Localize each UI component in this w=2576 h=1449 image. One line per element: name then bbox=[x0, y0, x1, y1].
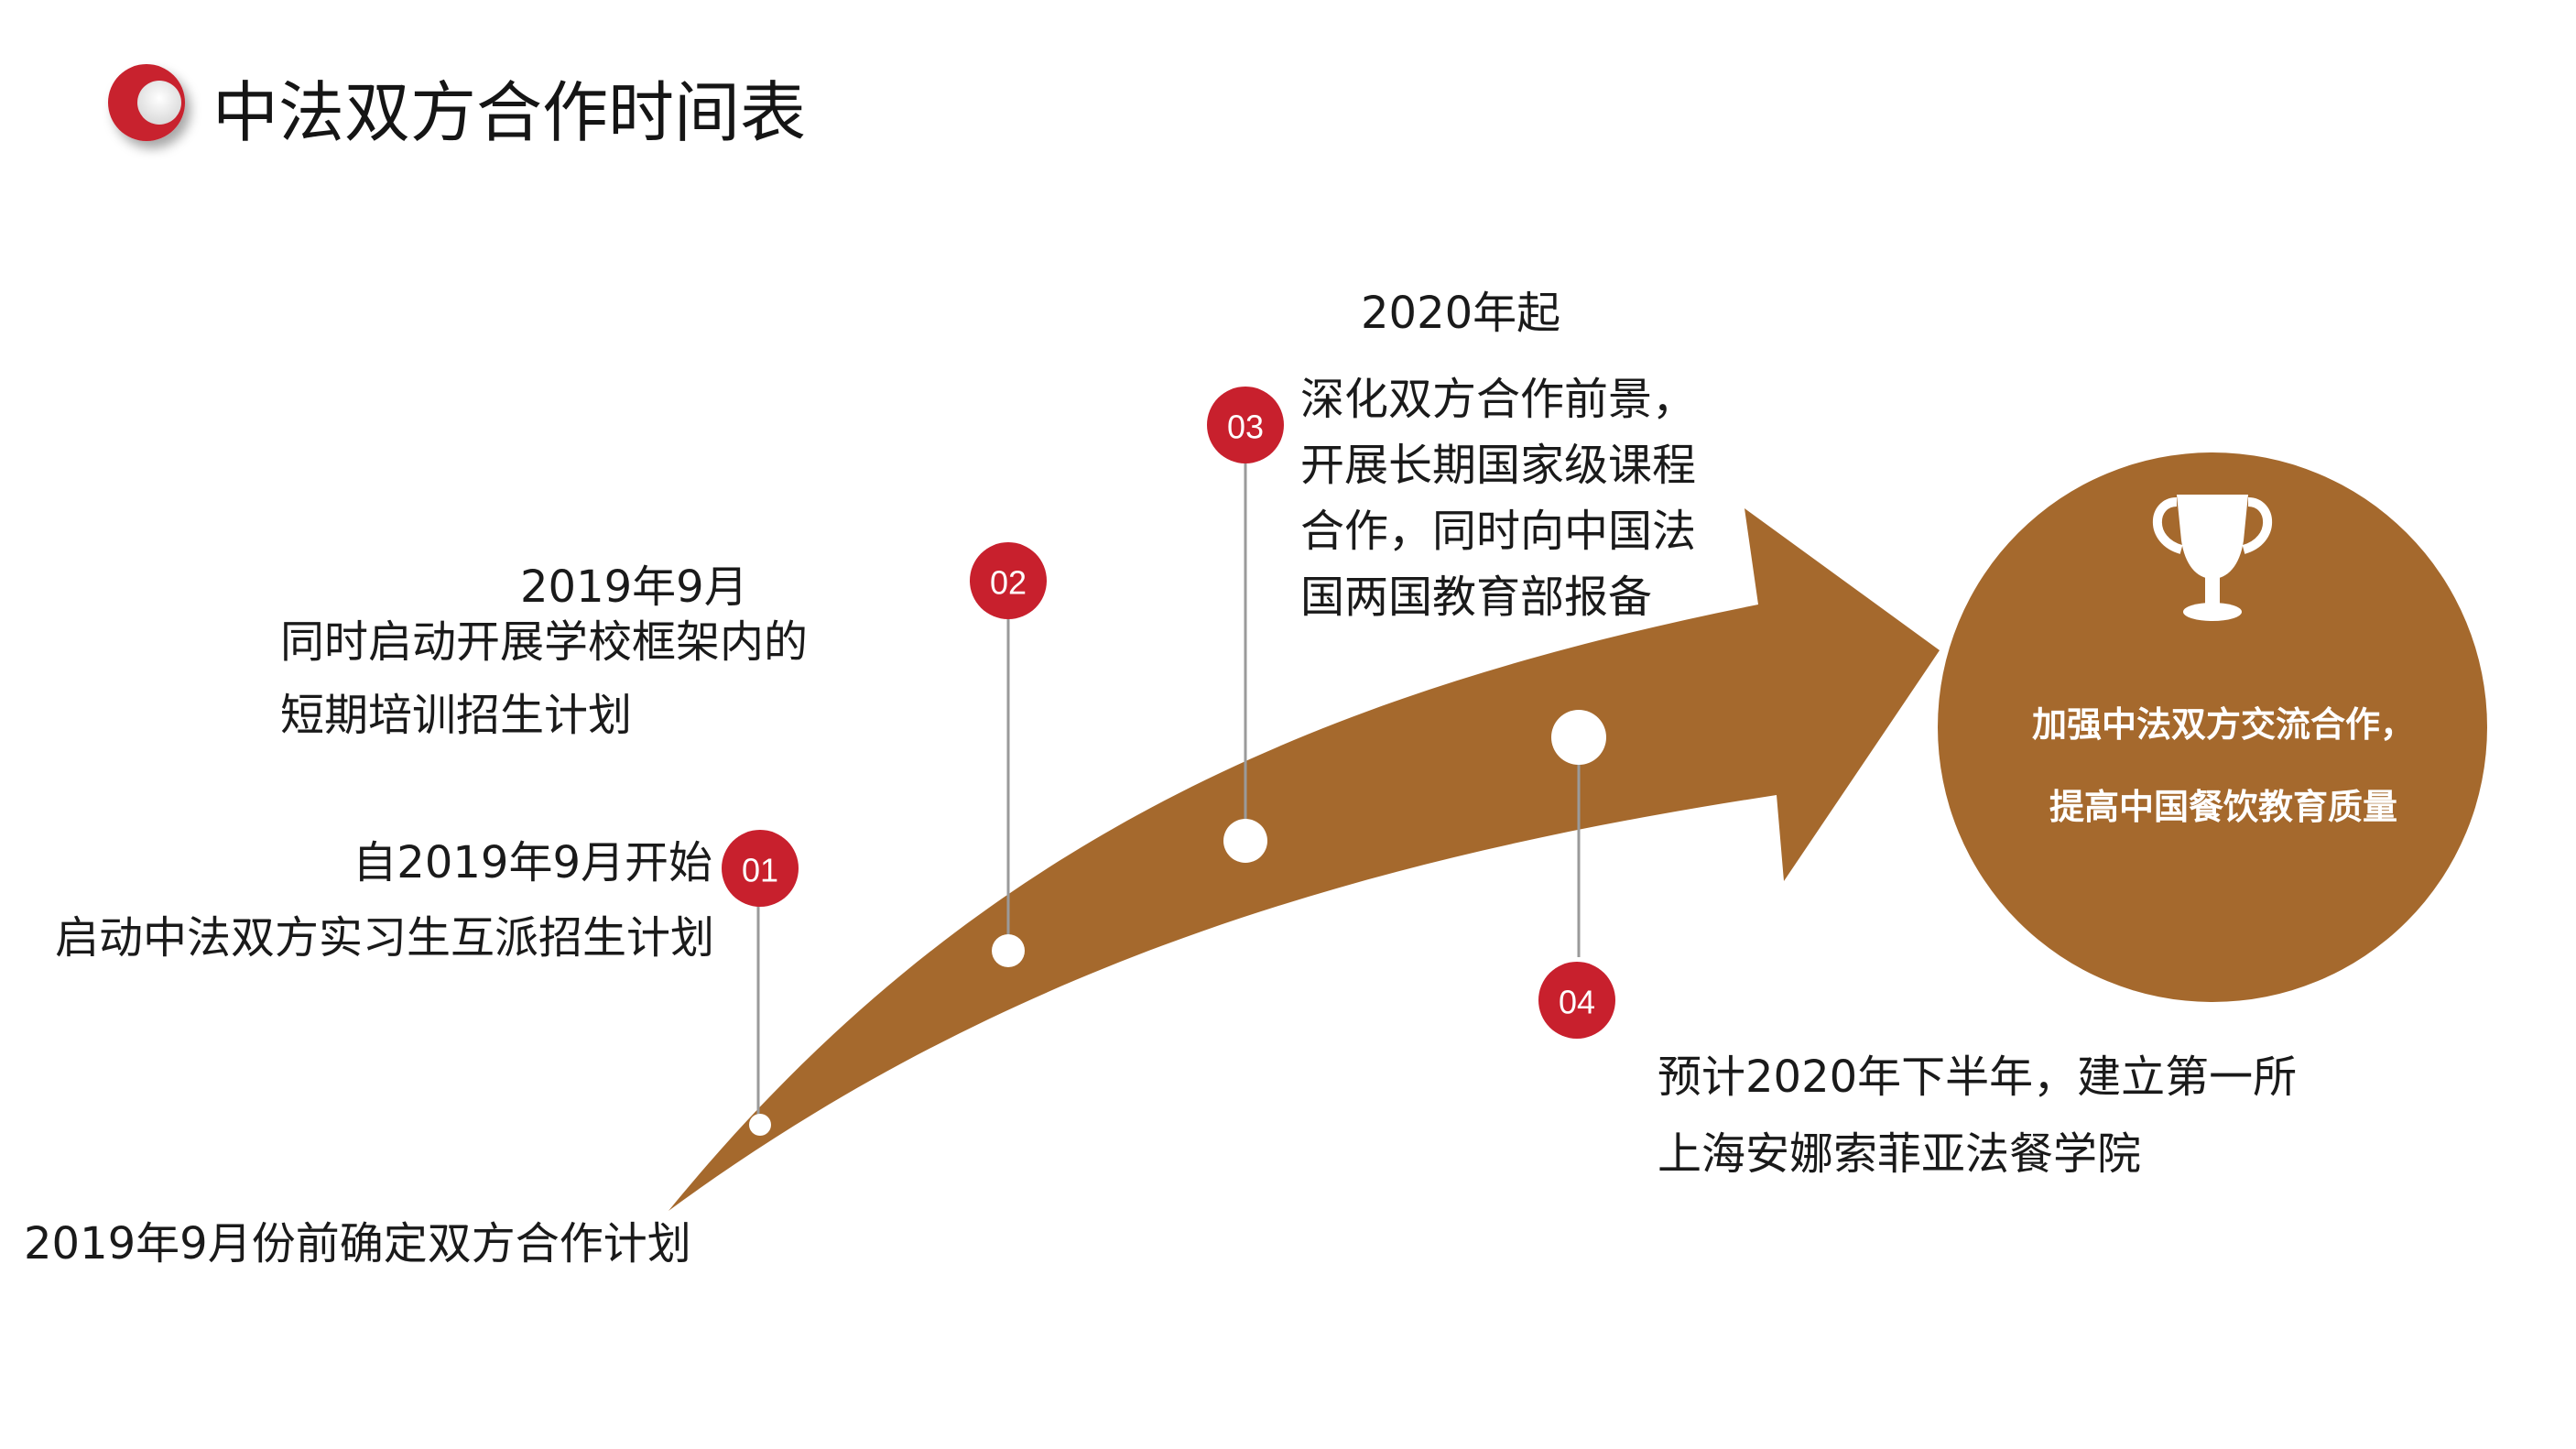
badge-number: 01 bbox=[742, 852, 778, 889]
milestone-02-date: 2019年9月 bbox=[520, 561, 748, 613]
milestone-02-description-line-1: 同时启动开展学校框架内的 bbox=[280, 616, 809, 668]
milestone-badge-02: 02 bbox=[970, 542, 1047, 619]
trophy-icon bbox=[2153, 495, 2272, 621]
milestone-03-description-line-2: 开展长期国家级课程 bbox=[1300, 440, 1697, 491]
goal-text-line-2: 提高中国餐饮教育质量 bbox=[2049, 787, 2397, 827]
timeline-dot-01 bbox=[749, 1114, 771, 1136]
milestone-03-date: 2020年起 bbox=[1361, 288, 1561, 339]
milestone-01-description: 启动中法双方实习生互派招生计划 bbox=[55, 912, 715, 964]
milestone-badge-01: 01 bbox=[722, 830, 799, 907]
badge-number: 02 bbox=[990, 564, 1027, 602]
milestone-04-description-line-1: 预计2020年下半年，建立第一所 bbox=[1658, 1051, 2298, 1103]
badge-number: 04 bbox=[1559, 984, 1595, 1021]
milestone-01-date: 自2019年9月开始 bbox=[353, 837, 712, 888]
timeline-dot-02 bbox=[992, 934, 1025, 967]
timeline-dot-04 bbox=[1551, 710, 1606, 765]
timeline-dot-03 bbox=[1223, 819, 1267, 863]
milestone-02-description-line-2: 短期培训招生计划 bbox=[280, 690, 633, 741]
page-title: 中法双方合作时间表 bbox=[212, 74, 807, 151]
goal-text-line-1: 加强中法双方交流合作， bbox=[2031, 704, 2415, 745]
milestone-03-description-line-1: 深化双方合作前景， bbox=[1300, 374, 1697, 425]
timeline-arrow bbox=[668, 508, 1940, 1211]
milestone-04-description-line-2: 上海安娜索菲亚法餐学院 bbox=[1658, 1128, 2142, 1180]
goal-circle bbox=[1938, 452, 2487, 1002]
milestone-badge-03: 03 bbox=[1207, 387, 1284, 463]
milestone-03-description-line-3: 合作，同时向中国法 bbox=[1300, 506, 1697, 557]
milestone-03-description-line-4: 国两国教育部报备 bbox=[1300, 572, 1653, 623]
badge-number: 03 bbox=[1227, 409, 1264, 446]
start-label: 2019年9月份前确定双方合作计划 bbox=[24, 1218, 691, 1269]
milestone-badge-04: 04 bbox=[1538, 962, 1615, 1039]
logo-icon bbox=[108, 64, 185, 141]
